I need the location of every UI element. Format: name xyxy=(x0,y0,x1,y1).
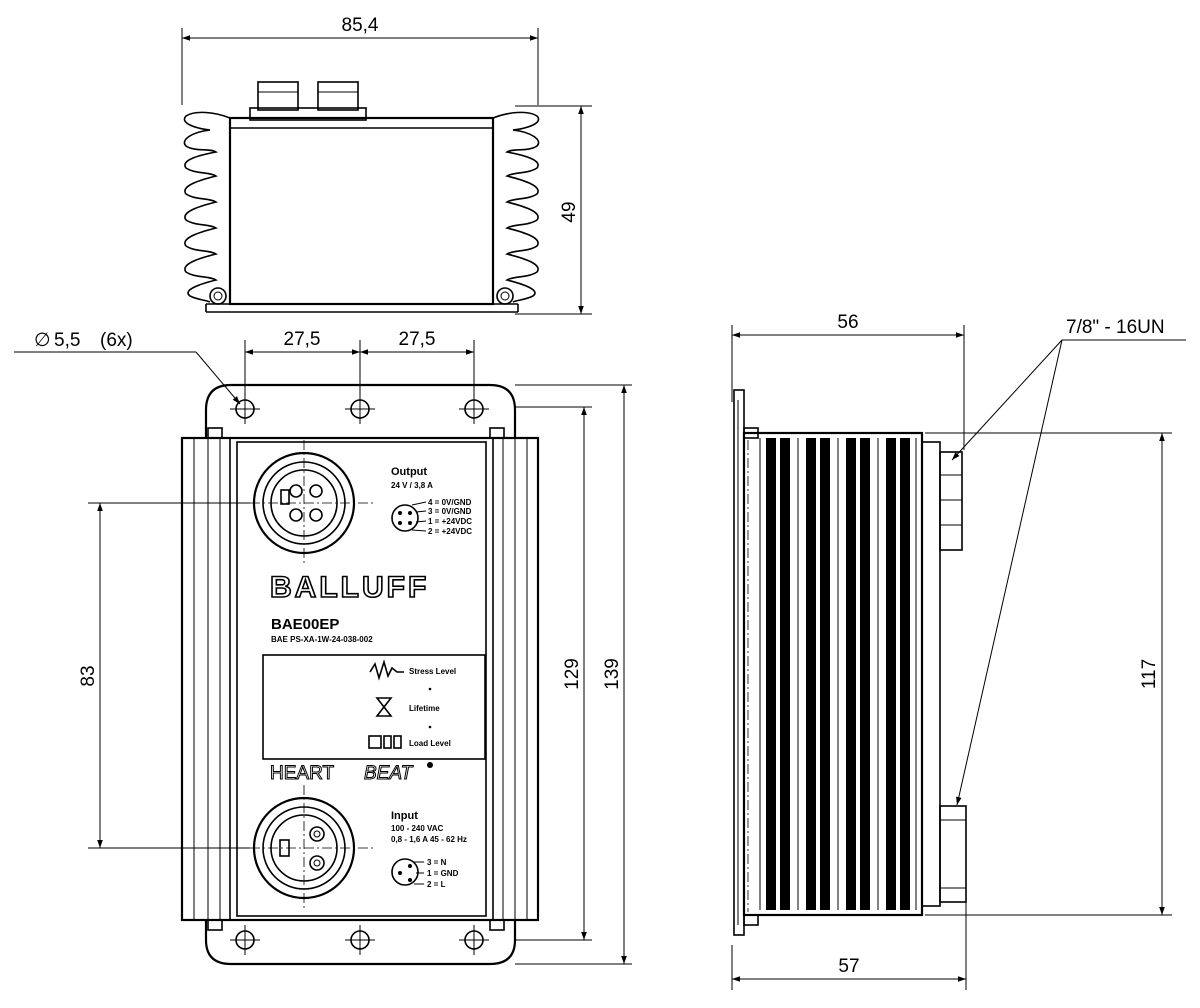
input-voltage: 100 - 240 VAC xyxy=(391,824,444,833)
top-connector-right xyxy=(317,81,359,111)
mounting-holes xyxy=(230,394,489,955)
side-depth-label: 56 xyxy=(837,312,858,333)
top-fins-right xyxy=(492,111,540,303)
output-title: Output xyxy=(391,466,427,478)
hole-diameter-label: 5,5 xyxy=(54,330,80,351)
thread-spec-label: 7/8" - 16UN xyxy=(1066,317,1165,338)
side-mounting-plate xyxy=(733,389,745,936)
side-view: 56 57 117 7/8" - 16UN xyxy=(731,312,1186,990)
hole-spacing-left-label: 27,5 xyxy=(284,329,321,350)
screw-icon xyxy=(496,287,514,305)
output-pin-label: 3 = 0V/GND xyxy=(428,507,472,516)
input-title: Input xyxy=(391,810,418,822)
output-pin-label: 1 = +24VDC xyxy=(428,517,472,526)
side-input-connector-icon xyxy=(939,805,967,903)
thread-leader-arrow xyxy=(956,339,1063,806)
body-height-label: 129 xyxy=(562,658,583,690)
registered-mark xyxy=(427,762,433,768)
front-view: ∅ 5,5 (6x) 27,5 27,5 83 129 139 xyxy=(14,329,632,966)
model-label: BAE00EP xyxy=(271,616,339,633)
stress-wave-icon xyxy=(369,659,404,681)
connector-spacing-label: 83 xyxy=(78,665,99,686)
output-pinout-icon xyxy=(391,501,427,532)
hole-spacing-right-label: 27,5 xyxy=(399,329,436,350)
top-height-label: 49 xyxy=(559,201,580,222)
output-pin-label: 2 = +24VDC xyxy=(428,527,472,536)
brand-logo: BALLUFF xyxy=(270,571,429,604)
thread-leader-arrow xyxy=(951,339,1063,461)
top-connector-left xyxy=(257,81,299,111)
front-panel xyxy=(236,441,487,917)
input-pin-label: 2 = L xyxy=(427,880,446,889)
hole-count-label: (6x) xyxy=(100,330,133,351)
output-rating: 24 V / 3,8 A xyxy=(391,481,433,490)
diameter-symbol: ∅ xyxy=(34,330,51,351)
side-base-depth-label: 57 xyxy=(838,956,859,977)
heartbeat-logo-beat: BEAT xyxy=(364,763,414,784)
stress-level-label: Stress Level xyxy=(409,667,456,676)
load-level-label: Load Level xyxy=(409,739,451,748)
heartbeat-logo-heart: HEART xyxy=(270,763,334,784)
overall-height-label: 139 xyxy=(602,658,623,690)
part-number-label: BAE PS-XA-1W-24-038-002 xyxy=(271,635,373,644)
top-fins-left xyxy=(183,111,231,303)
input-pin-label: 1 = GND xyxy=(427,869,459,878)
top-width-label: 85,4 xyxy=(342,15,379,36)
input-pin-label: 3 = N xyxy=(427,858,447,867)
input-connector-icon xyxy=(232,785,376,910)
top-view: 85,4 49 xyxy=(181,15,592,315)
side-fins xyxy=(759,438,917,910)
top-body xyxy=(228,116,495,306)
leader-arrow xyxy=(195,351,241,405)
mounting-plate-bottom xyxy=(204,920,517,966)
lifetime-label: Lifetime xyxy=(409,704,440,713)
hourglass-icon xyxy=(375,697,393,717)
output-pin-label: 4 = 0V/GND xyxy=(428,498,472,507)
input-current: 0,8 - 1,6 A 45 - 62 Hz xyxy=(391,835,467,844)
status-panel xyxy=(262,654,486,760)
output-connector-icon xyxy=(232,440,376,565)
screw-icon xyxy=(209,287,227,305)
load-level-icon xyxy=(368,735,402,749)
input-pinout-icon xyxy=(391,858,424,886)
mounting-plate-top xyxy=(204,383,517,438)
side-height-label: 117 xyxy=(1139,659,1160,689)
side-output-connector-icon xyxy=(939,451,963,551)
